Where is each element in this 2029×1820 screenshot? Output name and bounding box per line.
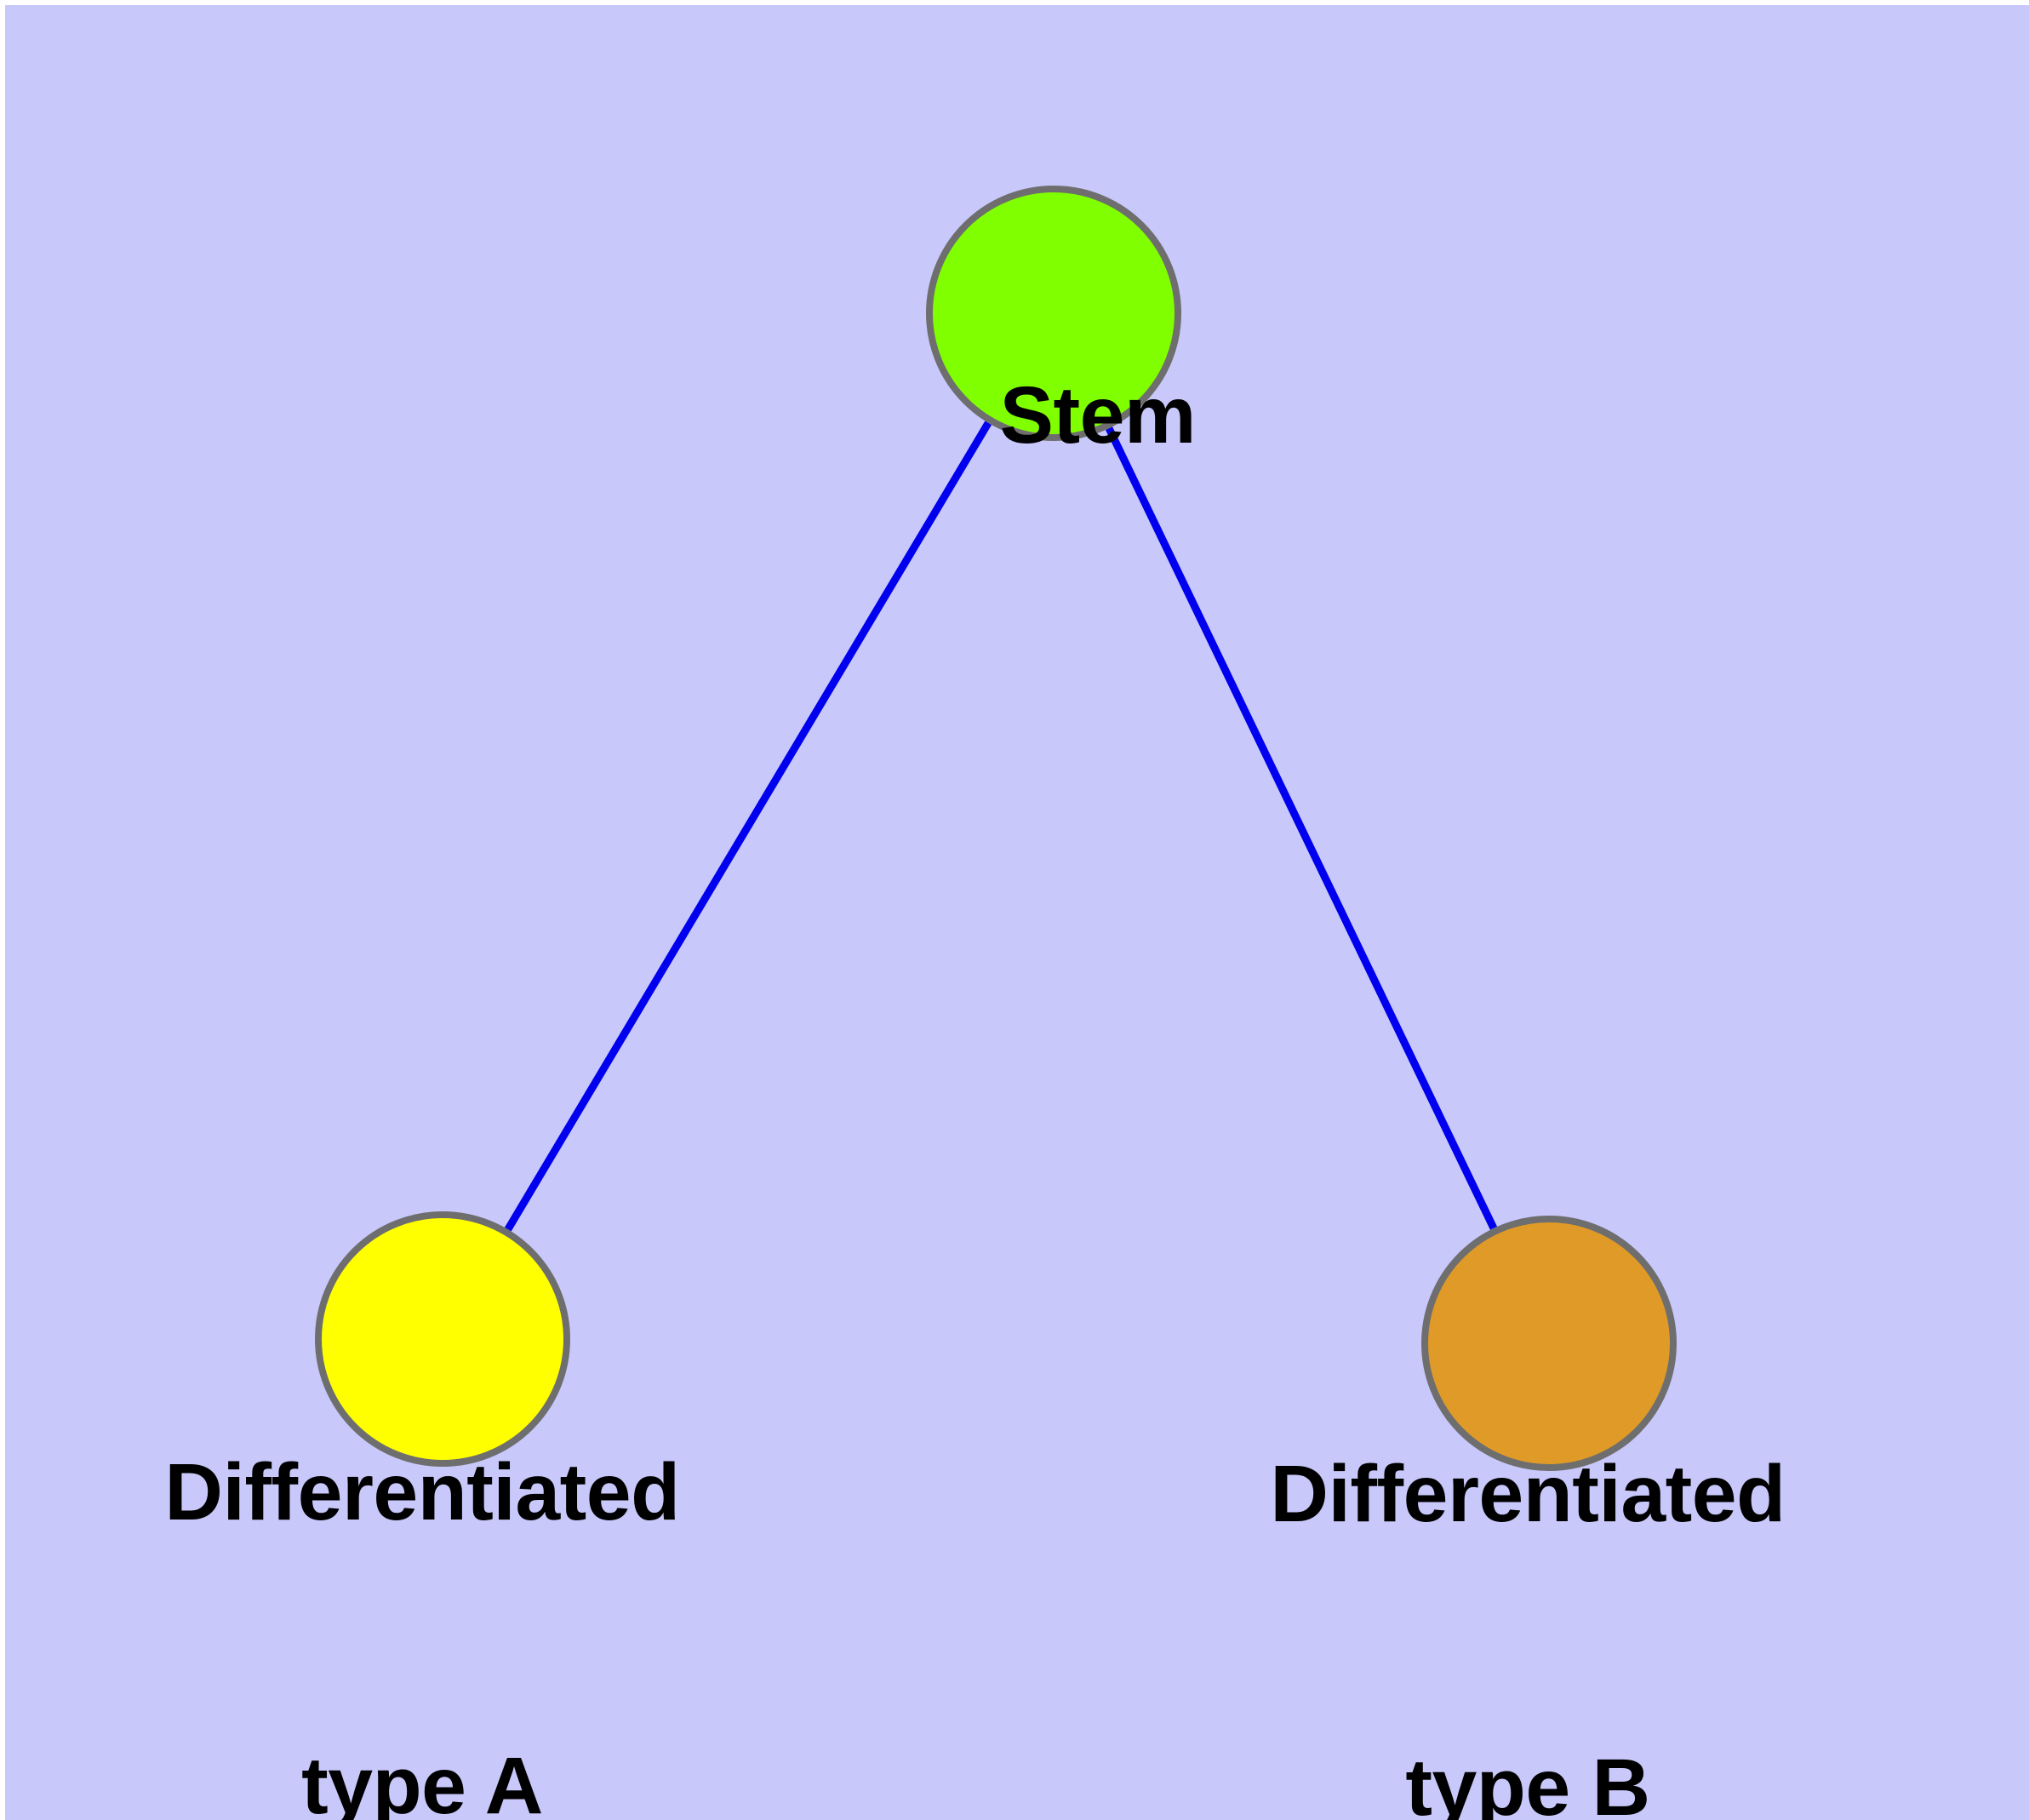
edge-layer [504, 421, 1498, 1232]
node-stem[interactable] [926, 186, 1181, 441]
node-differentiated-type-b[interactable] [1421, 1216, 1677, 1471]
node-layer [315, 186, 1677, 1471]
node-differentiated-type-a[interactable] [315, 1211, 570, 1467]
edge-stem-to-differentiated-b[interactable] [1105, 426, 1498, 1230]
edge-stem-to-differentiated-a[interactable] [504, 421, 992, 1232]
